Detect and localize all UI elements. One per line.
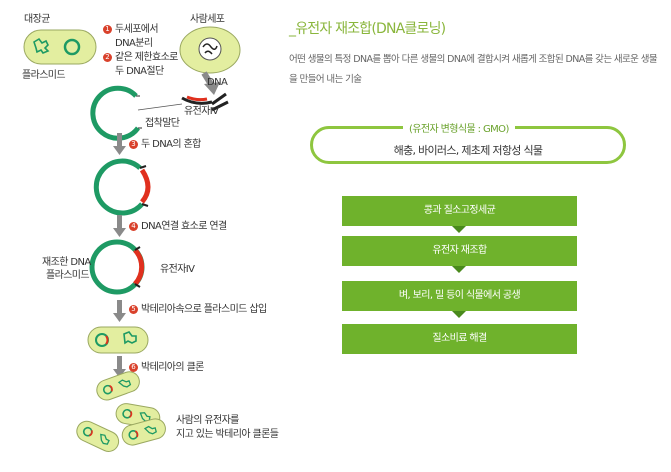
recombinant-plasmid	[89, 239, 145, 295]
transformed-bacterium	[87, 326, 149, 354]
gmo-label: (유전자 변형식물 : GMO)	[403, 120, 515, 135]
recombinant-label-1: 재조한 DNA	[42, 257, 91, 268]
ecoli-cell	[23, 29, 97, 65]
mixed-plasmid	[93, 158, 151, 216]
step2-badge: 2	[103, 53, 112, 62]
section-description: 어떤 생물의 특정 DNA를 뽑아 다른 생물의 DNA에 결합시켜 새롭게 조…	[289, 54, 658, 85]
human-dna-icon	[202, 43, 218, 55]
flow-arrow-1	[452, 226, 466, 233]
step1b-label: DNA분리	[115, 38, 153, 49]
dna-label: DNA	[207, 77, 228, 88]
final-label-2: 지고 있는 박테리아 클론들	[176, 429, 279, 440]
section-title: _유전자 재조합(DNA클로닝)	[289, 21, 446, 37]
step1-badge: 1	[103, 25, 112, 34]
cloning-diagram	[23, 26, 241, 452]
step4-badge: 4	[129, 222, 138, 231]
flow-arrow-3	[452, 311, 466, 318]
sticky-end-label: 접착말단	[145, 118, 180, 129]
small-plasmid-icon	[63, 38, 81, 56]
step6-badge: 6	[129, 363, 138, 372]
human-cell	[179, 26, 241, 74]
gene-iv-label-2: 유전자IV	[160, 264, 195, 275]
flow-step-3: 벼, 보리, 밀 등이 식물에서 공생	[342, 281, 577, 311]
cut-plasmid	[90, 85, 142, 141]
flow-step-2: 유전자 재조합	[342, 236, 577, 266]
bacterial-clones	[76, 371, 166, 452]
final-label-1: 사람의 유전자를	[176, 415, 239, 426]
gmo-description: 해충, 바이러스, 제초제 저항성 식물	[393, 144, 543, 157]
plasmid-label: 플라스미드	[22, 70, 66, 81]
step5-badge: 5	[129, 305, 138, 314]
recombinant-label-2: 플라스미드	[46, 270, 90, 281]
ecoli-label: 대장균	[24, 14, 50, 25]
gene-iv-label: 유전자IV	[184, 106, 219, 117]
human-cell-label: 사람세포	[190, 14, 225, 25]
step3-badge: 3	[129, 140, 138, 149]
human-dna-fragment	[181, 92, 229, 112]
flow-arrow-2	[452, 266, 466, 273]
step2b-label: 두 DNA절단	[115, 66, 164, 77]
flow-step-1: 콩과 질소고정세균	[342, 196, 577, 226]
flow-step-4: 질소비료 해결	[342, 324, 577, 354]
bacterial-chromosome-icon	[33, 37, 50, 54]
